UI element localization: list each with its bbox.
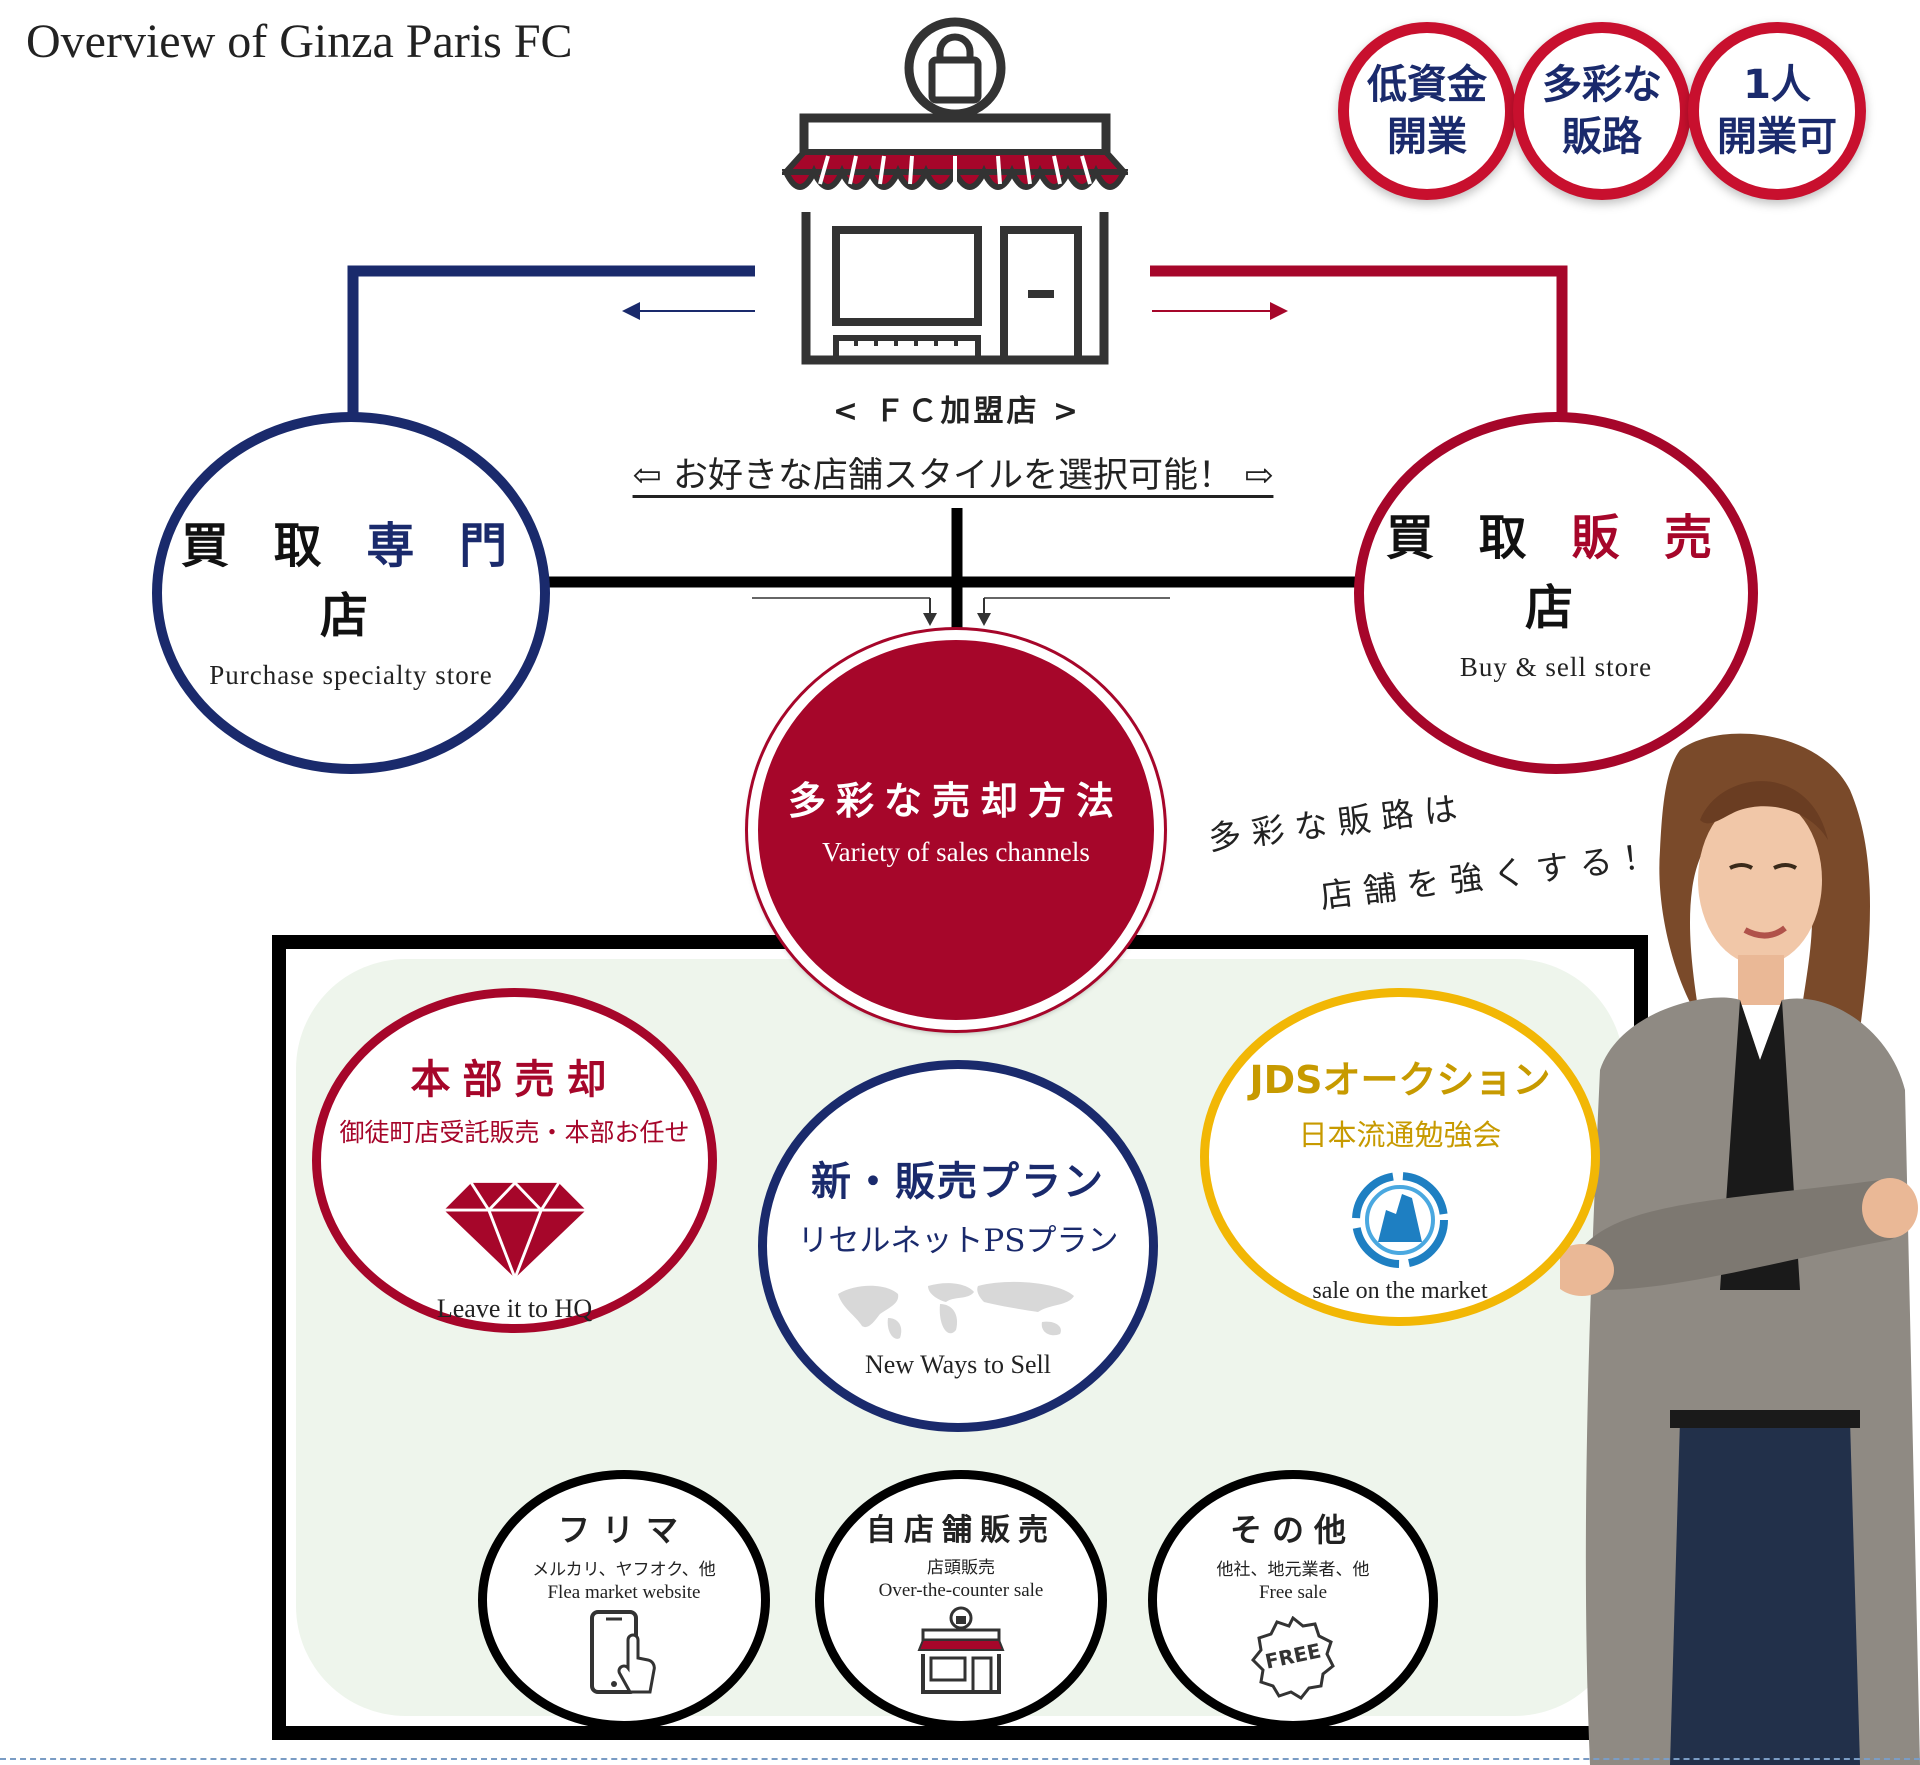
hq-sale-title: 本部売却 bbox=[410, 1057, 619, 1103]
buy-sell-store-circle: 買 取 販 売 店 Buy & sell store bbox=[1354, 412, 1758, 774]
flea-market-en: Flea market website bbox=[547, 1582, 701, 1603]
left-arrow-head bbox=[622, 302, 640, 320]
buy-sell-store-title: 買 取 販 売 店 bbox=[1385, 509, 1727, 636]
new-sales-plan-en: New Ways to Sell bbox=[865, 1350, 1051, 1379]
world-map-icon bbox=[838, 1281, 1074, 1339]
hq-sale-subtitle: 御徒町店受託販売・本部お任せ bbox=[339, 1118, 690, 1147]
small-shop-icon bbox=[917, 1606, 1005, 1694]
own-store-title: 自店舗販売 bbox=[866, 1513, 1056, 1548]
badge-line: 開業 bbox=[1387, 114, 1467, 160]
right-arrow-head bbox=[1270, 302, 1288, 320]
navy-connector bbox=[347, 265, 755, 420]
badge-line: 販路 bbox=[1562, 114, 1642, 160]
other-methods-subtitle: 他社、地元業者、他 bbox=[1216, 1560, 1370, 1580]
store-style-choice-text: ⇦ お好きな店舗スタイルを選択可能！ ⇨ bbox=[632, 456, 1274, 496]
jds-auction-en: sale on the market bbox=[1312, 1278, 1488, 1304]
woman-illustration bbox=[1560, 733, 1920, 1765]
buy-sell-store-en: Buy & sell store bbox=[1459, 651, 1653, 682]
purchase-specialty-store-circle: 買 取 専 門 店 Purchase specialty store bbox=[152, 412, 550, 774]
other-methods-circle: その他 他社、地元業者、他 Free sale FREE bbox=[1148, 1470, 1438, 1730]
hq-sale-en: Leave it to HQ bbox=[436, 1294, 593, 1323]
badge-line: 多彩な bbox=[1542, 62, 1662, 108]
sales-methods-circle: 多彩な売却方法 Variety of sales channels bbox=[748, 630, 1164, 1030]
other-methods-title: その他 bbox=[1229, 1511, 1356, 1549]
bottom-dashed-rule bbox=[0, 1758, 1920, 1760]
new-sales-plan-title: 新・販売プラン bbox=[811, 1159, 1105, 1205]
purchase-specialty-store-en: Purchase specialty store bbox=[209, 659, 493, 690]
down-arrow-left-head bbox=[923, 613, 937, 626]
other-methods-en: Free sale bbox=[1258, 1582, 1328, 1603]
jds-auction-circle: JDSオークション 日本流通勉強会 sale on the market bbox=[1200, 988, 1600, 1326]
jds-logo-icon bbox=[1352, 1172, 1448, 1268]
jds-auction-title: JDSオークション bbox=[1249, 1058, 1551, 1102]
flea-market-title: フリマ bbox=[557, 1511, 690, 1549]
sales-methods-title: 多彩な売却方法 bbox=[787, 779, 1124, 823]
red-connector bbox=[1150, 265, 1568, 420]
badge-varied-channels: 多彩な 販路 bbox=[1513, 22, 1691, 200]
smartphone-icon bbox=[590, 1610, 656, 1694]
own-store-circle: 自店舗販売 店頭販売 Over-the-counter sale bbox=[815, 1470, 1107, 1730]
badge-line: 1人 bbox=[1743, 62, 1811, 108]
new-sales-plan-circle: 新・販売プラン リセルネットPSプラン New Ways to Sell bbox=[758, 1060, 1158, 1432]
sales-methods-en: Variety of sales channels bbox=[822, 837, 1090, 867]
own-store-en: Over-the-counter sale bbox=[878, 1580, 1044, 1601]
own-store-subtitle: 店頭販売 bbox=[927, 1558, 995, 1578]
down-arrow-right-head bbox=[977, 613, 991, 626]
flea-market-subtitle: メルカリ、ヤフオク、他 bbox=[532, 1560, 716, 1580]
badge-line: 低資金 bbox=[1367, 62, 1487, 108]
new-sales-plan-subtitle: リセルネットPSプラン bbox=[797, 1223, 1119, 1259]
purchase-specialty-store-title: 買 取 専 門 店 bbox=[180, 517, 522, 644]
badge-line: 開業可 bbox=[1717, 114, 1837, 160]
fc-store-label: < ＦＣ加盟店 > bbox=[832, 394, 1082, 429]
badge-low-capital: 低資金 開業 bbox=[1338, 22, 1516, 200]
jds-auction-subtitle: 日本流通勉強会 bbox=[1298, 1118, 1502, 1152]
hq-sale-circle: 本部売却 御徒町店受託販売・本部お任せ Leave it to HQ bbox=[312, 988, 717, 1333]
shop-icon bbox=[782, 17, 1128, 365]
free-badge-icon: FREE bbox=[1251, 1616, 1335, 1700]
flea-market-circle: フリマ メルカリ、ヤフオク、他 Flea market website bbox=[478, 1470, 770, 1730]
page-title: Overview of Ginza Paris FC bbox=[26, 15, 573, 68]
diamond-icon bbox=[443, 1180, 586, 1280]
badge-solo-opening: 1人 開業可 bbox=[1688, 22, 1866, 200]
